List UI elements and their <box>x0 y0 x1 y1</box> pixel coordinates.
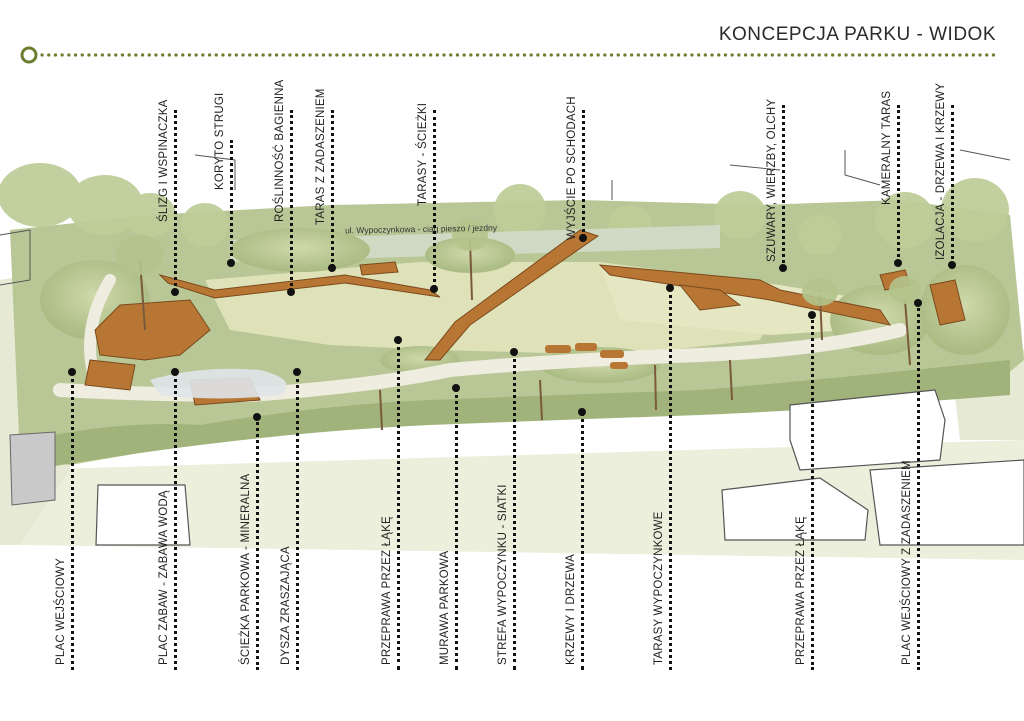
foreground-hedge <box>30 360 1010 470</box>
label-roslinnosc: ROŚLINNOŚĆ BAGIENNA <box>274 79 286 222</box>
leader-kameralny <box>897 105 900 263</box>
leader-roslinnosc <box>290 110 293 292</box>
tree-canopies <box>116 219 921 306</box>
label-taras-zad: TARAS Z ZADASZENIEM <box>315 88 327 226</box>
label-sciezka: ŚCIEŻKA PARKOWA - MINERALNA <box>240 473 252 665</box>
trees <box>139 239 911 431</box>
label-przeprawa2: PRZEPRAWA PRZEZ ŁĄKĘ <box>795 516 807 665</box>
label-szuwary: SZUWARY, WIERZBY, OLCHY <box>766 98 778 262</box>
leader-koryto <box>230 140 233 262</box>
dot-tarasy-sciezki <box>430 285 438 293</box>
label-przeprawa1: PRZEPRAWA PRZEZ ŁĄKĘ <box>381 516 393 665</box>
label-wyjscie: WYJŚCIE PO SCHODACH <box>566 96 578 240</box>
leader-izolacja <box>951 105 954 265</box>
dot-wyjscie <box>579 234 587 242</box>
dot-roslinnosc <box>287 288 295 296</box>
leader-murawa <box>455 388 458 670</box>
dot-koryto <box>227 259 235 267</box>
label-plac-wej-zad: PLAC WEJŚCIOWY Z ZADASZENIEM <box>901 460 913 665</box>
label-plac-wejsciowy: PLAC WEJŚCIOWY <box>55 558 67 665</box>
label-izolacja: IZOLACJA - DRZEWA I KRZEWY <box>935 82 947 260</box>
dot-taras-zad <box>328 264 336 272</box>
leader-przeprawa2 <box>811 315 814 670</box>
label-strefa: STREFA WYPOCZYNKU - SIATKI <box>497 484 509 665</box>
leader-plac-wej-zad <box>917 303 920 670</box>
left-building <box>9 431 56 506</box>
label-plac-zabaw: PLAC ZABAW - ZABAWA WODĄ <box>158 490 170 665</box>
label-krzewy: KRZEWY I DRZEWA <box>565 554 577 665</box>
leader-szuwary <box>782 105 785 268</box>
leader-sciezka <box>256 417 259 670</box>
leader-strefa <box>513 352 516 670</box>
label-dysza: DYSZA ZRASZAJĄCA <box>280 546 292 665</box>
dot-kameralny <box>894 259 902 267</box>
leader-krzewy <box>581 412 584 670</box>
leader-slizg <box>174 110 177 292</box>
leader-dysza <box>296 372 299 670</box>
leader-wyjscie <box>582 110 585 237</box>
dot-izolacja <box>948 261 956 269</box>
label-tarasy-sciezki: TARASY - ŚCIEŻKI <box>417 102 429 206</box>
leader-tarasy-sciezki <box>433 110 436 288</box>
label-koryto: KORYTO STRUGI <box>214 92 226 190</box>
page-title: KONCEPCJA PARKU - WIDOK <box>718 24 996 45</box>
stepping-stones <box>545 343 628 369</box>
leader-tarasy-wyp <box>669 288 672 670</box>
wooden-decks <box>84 229 966 406</box>
dot-slizg <box>171 288 179 296</box>
leader-taras-zad <box>331 110 334 267</box>
label-kameralny: KAMERALNY TARAS <box>881 90 893 205</box>
background-outlines <box>0 149 1011 286</box>
leader-plac-wejsciowy <box>71 372 74 670</box>
leader-przeprawa1 <box>397 340 400 670</box>
background-trees <box>0 163 1009 255</box>
label-murawa: MURAWA PARKOWA <box>439 550 451 665</box>
label-slizg: ŚLIZG I WSPINACZKA <box>158 99 170 222</box>
play-water <box>150 368 287 399</box>
leader-plac-zabaw <box>174 372 177 670</box>
label-tarasy-wyp: TARASY WYPOCZYNKOWE <box>653 511 665 665</box>
dot-szuwary <box>779 264 787 272</box>
buildings <box>95 389 1024 546</box>
